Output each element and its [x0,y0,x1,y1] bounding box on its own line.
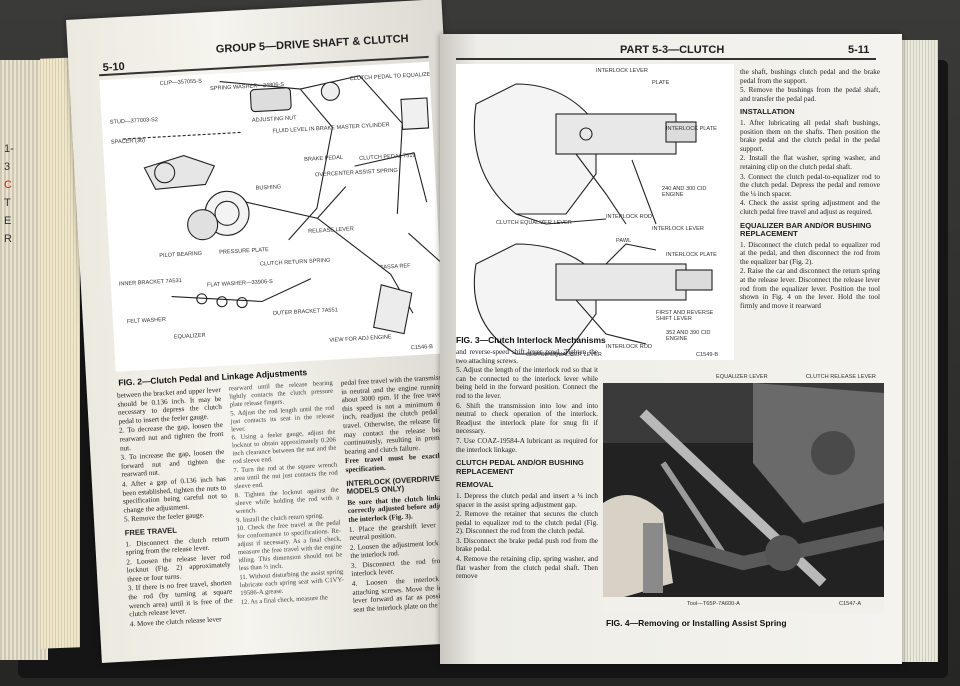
fig3-label: INTERLOCK LEVER [596,68,648,74]
spine-mark: C [4,179,12,191]
paragraph: 2. Install the flat washer, spring washe… [740,154,880,171]
subsection-heading: REMOVAL [456,480,494,490]
paragraph: 7. Use COAZ-19584-A lubricant as require… [456,436,598,454]
header-rule [456,58,876,60]
left-column-1: between the bracket and upper lever shou… [117,386,234,630]
paragraph: 3. If there is no free travel, shorten t… [127,579,233,619]
section-heading: EQUALIZER BAR AND/OR BUSHING REPLACEMENT [740,220,872,239]
fig4-photo: Tool—T65P-7A600-A C1547-A [603,383,884,613]
right-page: PART 5-3—CLUTCH 5-11 [440,34,902,664]
paragraph: 4. After a gap of 0.136 inch has been es… [121,474,228,515]
fig4-label: EQUALIZER LEVER [716,374,768,380]
interlock-drawing [473,83,713,355]
fig3-label: INTERLOCK LEVER [652,226,704,232]
paragraph: the shaft, bushings clutch pedal and the… [740,68,880,85]
fig3-label: PAWL [616,238,632,244]
fig3-label: FIRST AND REVERSE SHIFT LEVER [656,310,714,322]
spine-mark: R [4,233,12,245]
left-running-header: GROUP 5—DRIVE SHAFT & CLUTCH [215,32,409,56]
paragraph: 6. Shift the transmission into low and i… [456,401,598,436]
left-page: 5-10 GROUP 5—DRIVE SHAFT & CLUTCH [66,0,478,663]
fig3-label: 240 AND 300 CID ENGINE [662,186,707,198]
spine-mark: 1- [4,143,14,155]
paragraph: 1. After lubricating all pedal shaft bus… [740,118,880,153]
fig3-interlock-diagram: INTERLOCK LEVER PLATE INTERLOCK PLATE 24… [456,64,734,360]
spine-mark: T [4,197,11,209]
paragraph: and reverse-speed shift lever pawl. Tigh… [456,348,598,365]
fig3-caption: FIG. 3—Clutch Interlock Mechanisms [456,335,606,345]
linkage-drawing [122,75,441,335]
fig3-label: CLUTCH EQUALIZER LEVER [526,352,602,358]
fig3-label: C1549-B [696,352,719,358]
fig3-label: INTERLOCK PLATE [666,126,717,132]
paragraph: 1. Depress the clutch pedal and insert a… [456,491,598,509]
right-column-1: and reverse-speed shift lever pawl. Tigh… [456,348,598,582]
paragraph: between the bracket and upper lever shou… [116,385,223,426]
fig3-label: PLATE [652,80,670,86]
fig2-linkage-diagram: CLIP—357055-S SPRING WASHER—34806-S STUD… [99,61,446,372]
fig3-label: INTERLOCK PLATE [666,252,717,258]
assist-spring-photo [603,383,884,613]
fig4-caption: FIG. 4—Removing or Installing Assist Spr… [606,618,787,628]
right-page-number: 5-11 [848,44,870,56]
paragraph: 5. Adjust the length of the interlock ro… [456,366,598,400]
fig4-tool-label: Tool—T65P-7A600-A [687,601,740,607]
paragraph: 5. Remove the bushings from the pedal sh… [740,86,880,103]
paragraph: 2. Remove the retainer that secures the … [456,510,598,536]
fig3-label: INTERLOCK ROD [606,214,652,220]
section-heading: CLUTCH PEDAL AND/OR BUSHING REPLACEMENT [456,458,584,476]
paragraph: 1. Disconnect the clutch pedal to equali… [740,240,880,266]
paragraph: 6. Using a feeler gauge, adjust the lock… [231,429,337,466]
fig3-label: INTERLOCK ROD [606,344,652,350]
right-running-header: PART 5-3—CLUTCH [620,44,725,56]
paragraph: 4. Check the assist spring adjustment an… [740,199,880,216]
paragraph: 3. Disconnect the brake pedal push rod f… [456,536,598,554]
fig3-label: 352 AND 390 CID ENGINE [666,330,711,342]
paragraph: 3. Connect the clutch pedal-to-equalizer… [740,172,880,198]
spine-mark: 3 [4,161,11,173]
fig4-code-label: C1547-A [839,601,862,607]
section-heading: INSTALLATION [740,107,795,117]
left-column-2: rearward until the release bearing light… [229,380,345,608]
paragraph: 4. Remove the retaining clip, spring was… [456,555,598,581]
paragraph: 10. Check the free travel at the pedal f… [236,519,343,573]
paragraph: pedal free travel with the transmission … [340,373,455,456]
right-page-stack [898,40,938,662]
fig2-label: C1546-B [410,344,434,352]
fig4-label: CLUTCH RELEASE LEVER [806,374,876,380]
paragraph: 2. Raise the car and disconnect the retu… [740,267,880,310]
spine-mark: E [4,215,12,227]
right-column-2: the shaft, bushings clutch pedal and the… [740,68,880,311]
spine-marks: 1- 3 C T E R [4,140,40,248]
fig3-label: CLUTCH EQUALIZER LEVER [496,220,572,226]
